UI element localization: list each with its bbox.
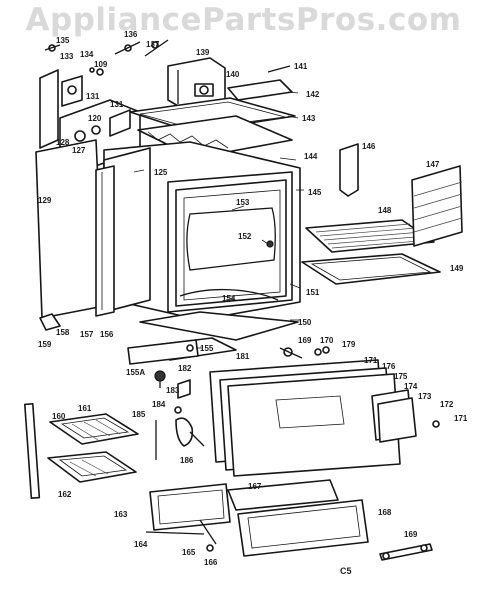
drawer-handle bbox=[379, 543, 433, 561]
leader-lines bbox=[133, 91, 304, 349]
broiler-pan bbox=[301, 253, 441, 285]
label-131: 131 bbox=[86, 92, 100, 101]
top-rail bbox=[227, 79, 293, 101]
leveling-leg bbox=[39, 313, 61, 331]
label-141: 141 bbox=[294, 62, 308, 71]
label-162: 162 bbox=[58, 490, 72, 499]
label-130: 131 bbox=[110, 100, 124, 109]
oven-cabinet bbox=[103, 141, 301, 321]
label-158: 158 bbox=[56, 328, 70, 337]
control-panel-side bbox=[39, 69, 83, 149]
label-171: 171 bbox=[454, 414, 468, 423]
label-183: 183 bbox=[166, 386, 180, 395]
label-145: 145 bbox=[308, 188, 322, 197]
label-135: 135 bbox=[56, 36, 70, 45]
label-176: 176 bbox=[382, 362, 396, 371]
label-177: 171 bbox=[364, 356, 378, 365]
broiler-tray bbox=[47, 451, 137, 483]
label-120: 120 bbox=[88, 114, 102, 123]
label-154: 154 bbox=[222, 294, 236, 303]
label-109: 109 bbox=[94, 60, 108, 69]
bracket bbox=[339, 143, 359, 197]
label-147: 147 bbox=[426, 160, 440, 169]
bottom-plate bbox=[139, 311, 299, 341]
label-174: 174 bbox=[404, 382, 418, 391]
left-side-panel bbox=[35, 139, 115, 319]
label-166: 166 bbox=[204, 558, 218, 567]
label-142: 142 bbox=[306, 90, 320, 99]
label-172: 172 bbox=[440, 400, 454, 409]
label-182: 182 bbox=[178, 364, 192, 373]
label-159: 159 bbox=[38, 340, 52, 349]
label-125: 125 bbox=[154, 168, 168, 177]
label-167: 167 bbox=[248, 482, 262, 491]
label-152: 152 bbox=[238, 232, 252, 241]
rack-support bbox=[411, 165, 463, 247]
broiler-rod bbox=[24, 403, 41, 499]
watermark: AppliancePartsPros.com bbox=[25, 2, 462, 38]
label-134: 134 bbox=[80, 50, 94, 59]
kick-panel bbox=[127, 339, 199, 365]
label-139: 139 bbox=[196, 48, 210, 57]
label-133: 133 bbox=[60, 52, 74, 61]
label-169b: 169 bbox=[404, 530, 418, 539]
label-179: 179 bbox=[342, 340, 356, 349]
label-170: 170 bbox=[320, 336, 334, 345]
label-150: 150 bbox=[298, 318, 312, 327]
label-153: 153 bbox=[236, 198, 250, 207]
diagram-code: C5 bbox=[340, 566, 352, 576]
top-screws bbox=[44, 39, 169, 76]
label-173: 173 bbox=[418, 392, 432, 401]
label-151: 151 bbox=[306, 288, 320, 297]
thermostat-bulb bbox=[266, 240, 274, 248]
label-161: 161 bbox=[78, 404, 92, 413]
label-155a: 155A bbox=[126, 368, 146, 377]
label-185: 185 bbox=[132, 410, 146, 419]
label-175: 175 bbox=[394, 372, 408, 381]
thermostat-knob bbox=[154, 370, 166, 388]
label-148: 148 bbox=[378, 206, 392, 215]
label-140: 140 bbox=[226, 70, 240, 79]
label-137: 137 bbox=[146, 40, 160, 49]
storage-drawer bbox=[145, 479, 369, 557]
label-149: 149 bbox=[450, 264, 464, 273]
broiler-insert bbox=[49, 413, 139, 445]
label-169: 169 bbox=[298, 336, 312, 345]
broil-element bbox=[179, 288, 279, 301]
label-168: 168 bbox=[378, 508, 392, 517]
label-160: 160 bbox=[52, 412, 66, 421]
label-186: 186 bbox=[180, 456, 194, 465]
label-127: 127 bbox=[72, 146, 86, 155]
label-129: 129 bbox=[38, 196, 52, 205]
label-146: 146 bbox=[362, 142, 376, 151]
label-144: 144 bbox=[304, 152, 318, 161]
door-latch bbox=[155, 406, 205, 460]
oven-door bbox=[209, 359, 440, 477]
label-155: 155 bbox=[200, 344, 214, 353]
label-157: 157 bbox=[80, 330, 94, 339]
label-136: 136 bbox=[124, 30, 138, 39]
label-165: 165 bbox=[182, 548, 196, 557]
label-181: 181 bbox=[236, 352, 250, 361]
label-143: 143 bbox=[302, 114, 316, 123]
label-156: 156 bbox=[100, 330, 114, 339]
label-164: 164 bbox=[134, 540, 148, 549]
label-184: 184 bbox=[152, 400, 166, 409]
label-163: 163 bbox=[114, 510, 128, 519]
label-128: 128 bbox=[56, 138, 70, 147]
bake-element bbox=[186, 207, 276, 271]
